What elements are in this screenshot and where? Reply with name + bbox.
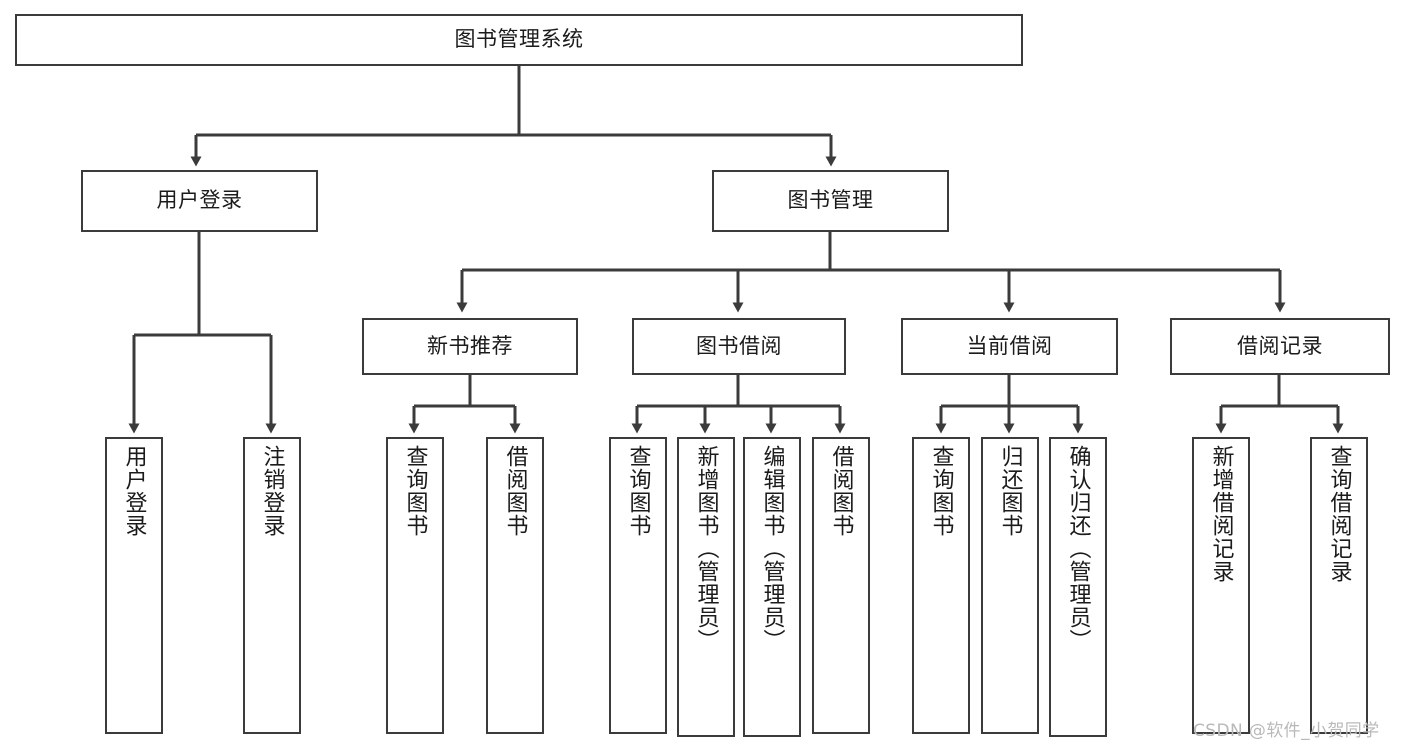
- csdn-watermark: CSDN @软件_小贺同学: [1193, 721, 1380, 741]
- node-root[interactable]: 图书管理系统: [15, 14, 1023, 66]
- node-leaf-add-record-label: 新增借阅记录: [1208, 445, 1234, 583]
- node-leaf-query-book-3-label: 查询图书: [928, 445, 954, 537]
- node-current-borrow-label: 当前借阅: [966, 333, 1053, 358]
- node-root-label: 图书管理系统: [454, 27, 584, 52]
- node-user-login-label: 用户登录: [156, 188, 243, 213]
- node-leaf-borrow-book-1[interactable]: 借阅图书: [486, 437, 544, 734]
- node-book-manage-label: 图书管理: [787, 188, 874, 213]
- node-leaf-return-book[interactable]: 归还图书: [981, 437, 1039, 734]
- node-leaf-user-logout[interactable]: 注销登录: [243, 437, 301, 734]
- node-user-login[interactable]: 用户登录: [81, 170, 318, 232]
- node-book-manage[interactable]: 图书管理: [712, 170, 949, 232]
- node-borrow-record-label: 借阅记录: [1237, 333, 1323, 358]
- node-leaf-query-book-1[interactable]: 查询图书: [386, 437, 444, 734]
- node-leaf-query-record-label: 查询借阅记录: [1326, 445, 1352, 583]
- node-leaf-confirm-return[interactable]: 确认归还（管理员）: [1049, 437, 1107, 737]
- node-leaf-edit-book[interactable]: 编辑图书（管理员）: [743, 437, 801, 737]
- node-leaf-confirm-return-label: 确认归还（管理员）: [1065, 445, 1091, 652]
- node-leaf-borrow-book-2-label: 借阅图书: [828, 445, 854, 537]
- node-book-borrow-label: 图书借阅: [696, 333, 782, 358]
- node-current-borrow[interactable]: 当前借阅: [901, 318, 1118, 375]
- node-leaf-edit-book-label: 编辑图书（管理员）: [759, 445, 785, 652]
- node-book-borrow[interactable]: 图书借阅: [632, 318, 846, 375]
- node-leaf-query-book-2-label: 查询图书: [625, 445, 651, 537]
- node-new-book-recommend[interactable]: 新书推荐: [362, 318, 578, 375]
- node-leaf-user-login-label: 用户登录: [121, 445, 147, 537]
- node-borrow-record[interactable]: 借阅记录: [1170, 318, 1390, 375]
- node-leaf-query-record[interactable]: 查询借阅记录: [1310, 437, 1368, 734]
- node-leaf-borrow-book-2[interactable]: 借阅图书: [812, 437, 870, 734]
- node-leaf-add-record[interactable]: 新增借阅记录: [1192, 437, 1250, 734]
- node-leaf-user-logout-label: 注销登录: [259, 445, 285, 537]
- node-new-book-recommend-label: 新书推荐: [427, 333, 513, 358]
- node-leaf-return-book-label: 归还图书: [997, 445, 1023, 537]
- node-leaf-borrow-book-1-label: 借阅图书: [502, 445, 528, 537]
- node-leaf-add-book-label: 新增图书（管理员）: [693, 445, 719, 652]
- node-leaf-query-book-3[interactable]: 查询图书: [912, 437, 970, 734]
- node-leaf-query-book-2[interactable]: 查询图书: [609, 437, 667, 734]
- node-leaf-add-book[interactable]: 新增图书（管理员）: [677, 437, 735, 737]
- node-leaf-query-book-1-label: 查询图书: [402, 445, 428, 537]
- node-leaf-user-login[interactable]: 用户登录: [105, 437, 163, 734]
